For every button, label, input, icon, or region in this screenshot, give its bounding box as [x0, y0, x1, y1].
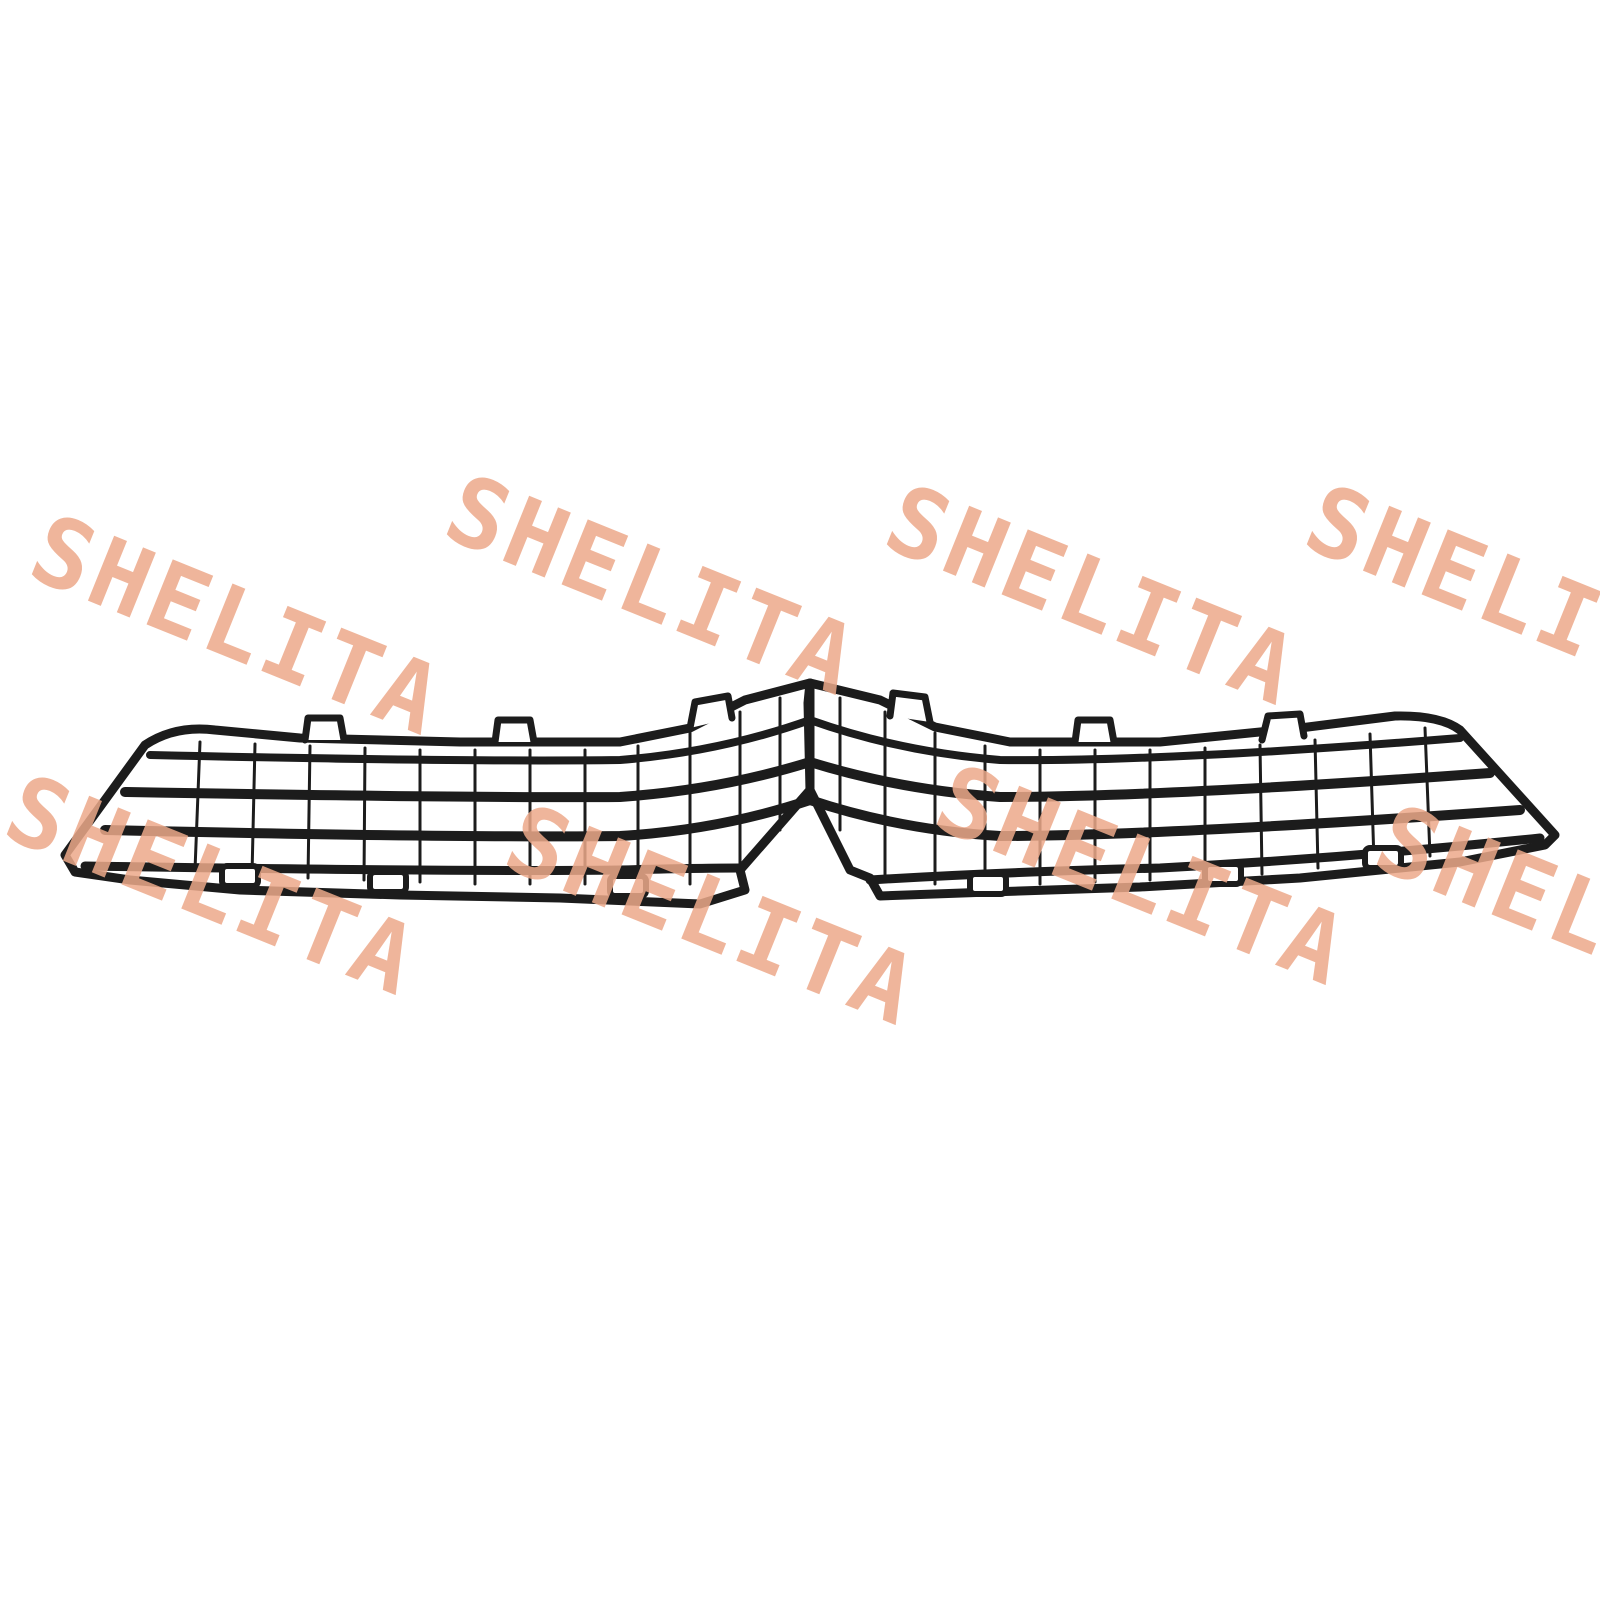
grille-bottom-tabs — [219, 845, 1404, 899]
grille-frame-left — [60, 678, 815, 909]
front-bumper-grille-icon — [60, 678, 1560, 909]
grille-frame-right — [805, 678, 1560, 901]
grille-slat-3 — [100, 795, 1525, 842]
grille-slat-5 — [865, 833, 1545, 885]
grille-ribs-right — [838, 696, 1432, 886]
grille-slat-4 — [80, 861, 745, 875]
grille-ribs-left — [193, 696, 782, 886]
grille-slat-1 — [146, 716, 1464, 765]
grille-slat-2 — [120, 757, 1495, 803]
grille-top-clips — [301, 689, 1308, 746]
